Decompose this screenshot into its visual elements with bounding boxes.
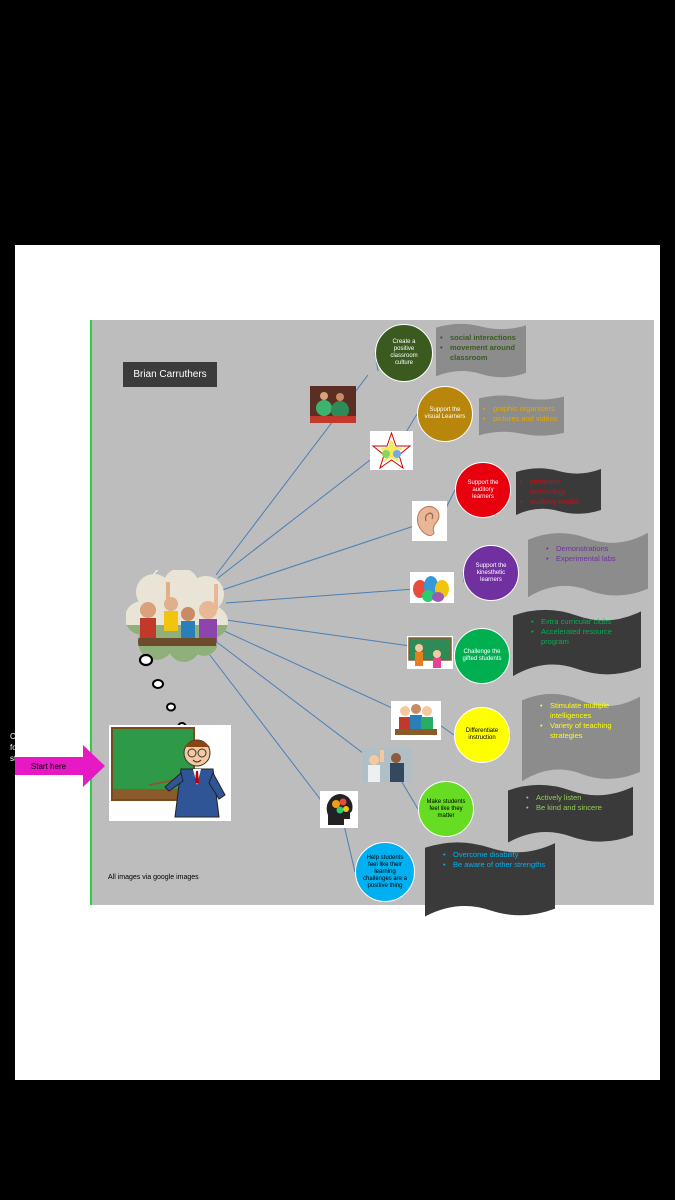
bullet-item: Experimental labs	[546, 554, 642, 564]
bullet-banner: computer technologyauditory books	[516, 467, 601, 517]
thumb-gifted-board	[407, 636, 453, 669]
topic-circle: Support the kinesthetic learners	[463, 545, 519, 601]
topic-circle: Create a positive classroom culture	[375, 324, 433, 382]
bullet-banner: Stimulate multiple intelligencesVariety …	[522, 691, 640, 785]
thumb-visual-star	[370, 431, 413, 470]
bullet-item: computer technology	[520, 477, 595, 497]
thought-cloud-photo	[126, 570, 228, 662]
bullet-item: social interactions	[440, 333, 520, 343]
bullet-item: graphic organizers	[483, 404, 558, 414]
bullet-banner: DemonstrationsExperimental labs	[528, 530, 648, 600]
thumb-auditory-ear	[412, 501, 447, 541]
bullet-item: Be kind and sincere	[526, 803, 627, 813]
bullet-banner: Extra curricular clubsAccelerated resour…	[513, 607, 641, 679]
bullet-item: pictures and videos	[483, 414, 558, 424]
bullet-item: Stimulate multiple intelligences	[540, 701, 634, 721]
bullet-banner: Actively listenBe kind and sincere	[508, 783, 633, 845]
bullet-item: Demonstrations	[546, 544, 642, 554]
thumb-classroom-culture	[310, 386, 356, 423]
thumb-differentiate-group	[391, 701, 441, 740]
start-here-label: Start here	[30, 761, 67, 771]
bullet-item: Variety of teaching strategies	[540, 721, 634, 741]
bullet-item: auditory books	[520, 497, 595, 507]
author-name-label: Brian Carruthers	[123, 362, 217, 387]
topic-circle: Support the visual Learners	[417, 386, 473, 442]
bullet-item: Accelerated resource program	[531, 627, 635, 647]
bullet-item: Extra curricular clubs	[531, 617, 635, 627]
bullet-banner: social interactionsmovement around class…	[436, 323, 526, 381]
topic-circle: Support the auditory learners	[455, 462, 511, 518]
topic-circle: Help students feel like their learning c…	[355, 842, 415, 902]
bullet-banner: graphic organizerspictures and videos	[479, 394, 564, 438]
topic-circle: Differentiate instruction	[454, 707, 510, 763]
bullet-item: movement around classroom	[440, 343, 520, 363]
thumb-kinesthetic-hands	[410, 572, 454, 603]
thumb-brain-head	[320, 791, 358, 828]
teacher-illustration	[109, 725, 231, 821]
thought-bubbles	[138, 653, 187, 730]
image-credits: All images via google images	[108, 874, 199, 881]
bullet-item: Actively listen	[526, 793, 627, 803]
thumb-students-matter	[362, 748, 412, 782]
bullet-banner: Overcome disabilityBe aware of other str…	[425, 840, 555, 918]
bullet-item: Overcome disability	[443, 850, 549, 860]
topic-circle: Make students feel like they matter	[418, 781, 474, 837]
bullet-item: Be aware of other strengths	[443, 860, 549, 870]
topic-circle: Challenge the gifted students	[454, 628, 510, 684]
start-arrow-icon	[15, 745, 105, 787]
